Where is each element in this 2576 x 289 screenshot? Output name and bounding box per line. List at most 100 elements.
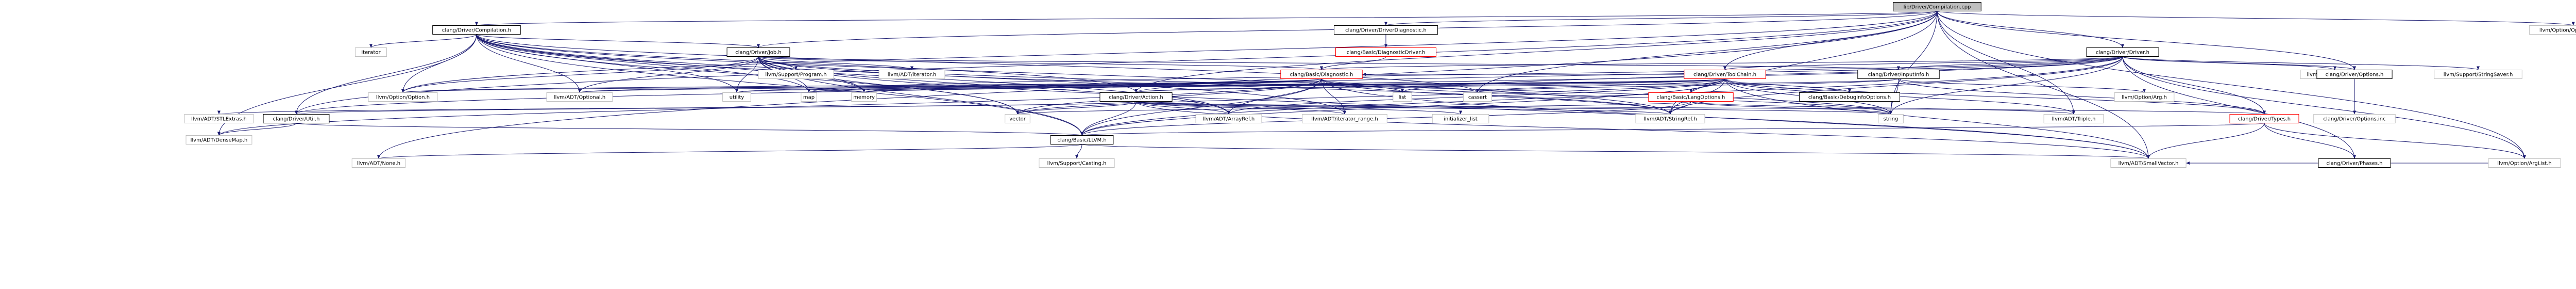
edge-basic_diag-to-smallvec xyxy=(1321,78,2149,159)
edge-root-to-opt_option xyxy=(402,11,1938,93)
node-box-stringref xyxy=(1635,114,1705,123)
arrowhead-comp-to-job xyxy=(757,44,760,48)
arrowhead-toolchain-to-debuginfo xyxy=(1848,89,1851,93)
node-label-job: clang/Driver/Job.h xyxy=(735,50,782,56)
edge-job-to-adt_iterator xyxy=(758,56,912,70)
node-job[interactable]: clang/Driver/Job.h xyxy=(726,47,790,57)
node-label-arrayref: llvm/ADT/ArrayRef.h xyxy=(1203,117,1255,122)
node-phases[interactable]: clang/Driver/Phases.h xyxy=(2318,158,2391,168)
node-stlextras: llvm/ADT/STLExtras.h xyxy=(184,114,254,123)
node-basic_diagdrv[interactable]: clang/Basic/DiagnosticDriver.h xyxy=(1335,47,1436,57)
arrowhead-llvm_h-to-casting xyxy=(1075,155,1078,159)
edge-root-to-driver xyxy=(1937,11,2123,48)
node-box-opt_option xyxy=(368,92,438,102)
node-optional: llvm/ADT/Optional.h xyxy=(546,92,613,102)
edge-driver-to-arglist xyxy=(2122,56,2525,159)
node-label-util: clang/Driver/Util.h xyxy=(273,117,320,122)
node-box-langopts xyxy=(1648,92,1734,102)
arrowhead-inputinfo-to-opt_arg xyxy=(2143,89,2146,93)
edge-toolchain-to-cassert xyxy=(1477,78,1725,93)
node-llvm_h[interactable]: clang/Basic/LLVM.h xyxy=(1050,135,1114,145)
edge-comp-to-optional xyxy=(476,34,580,93)
edge-inputinfo-to-opt_arg xyxy=(1898,78,2145,93)
edge-root-to-arglist xyxy=(1937,11,2525,159)
edge-comp-to-arrayref xyxy=(476,34,1229,115)
arrowhead-drv_options-to-options_inc xyxy=(2353,110,2356,115)
arrowhead-types-to-arglist xyxy=(2523,155,2526,159)
edge-types-to-smallvec xyxy=(2148,123,2265,159)
node-driver[interactable]: clang/Driver/Driver.h xyxy=(2086,47,2159,57)
node-box-arrayref xyxy=(1195,114,1262,123)
node-label-inputinfo: clang/Driver/InputInfo.h xyxy=(1868,72,1929,78)
node-label-list: list xyxy=(1399,95,1406,101)
arrowhead-toolchain-to-langopts xyxy=(1689,89,1692,93)
node-drv_options[interactable]: clang/Driver/Options.h xyxy=(2316,70,2393,79)
edge-action-to-types xyxy=(1136,101,2265,115)
node-diag_drv[interactable]: clang/Driver/DriverDiagnostic.h xyxy=(1333,25,1438,35)
node-label-iter_range: llvm/ADT/iterator_range.h xyxy=(1311,117,1378,122)
node-box-stringsaver xyxy=(2434,70,2522,79)
edge-job-to-sup_program xyxy=(758,56,796,70)
arrowhead-action-to-init_list xyxy=(1459,110,1462,115)
edge-langopts-to-string xyxy=(1690,101,1891,115)
node-arrayref: llvm/ADT/ArrayRef.h xyxy=(1195,114,1262,123)
node-label-stlextras: llvm/ADT/STLExtras.h xyxy=(191,117,247,122)
node-none: llvm/ADT/None.h xyxy=(351,158,406,168)
node-box-cassert xyxy=(1463,92,1492,102)
edge-driver-to-drv_options xyxy=(2122,56,2355,70)
edge-inputinfo-to-types xyxy=(1898,78,2265,115)
node-label-types: clang/Driver/Types.h xyxy=(2238,117,2291,122)
edge-root-to-toolchain xyxy=(1724,11,1938,70)
edge-root-to-action xyxy=(1136,11,1938,93)
node-types[interactable]: clang/Driver/Types.h xyxy=(2229,114,2299,123)
edge-basic_diag-to-llvm_h xyxy=(1081,78,1322,136)
node-label-memory: memory xyxy=(853,95,875,101)
edge-job-to-smallvec xyxy=(758,56,2149,159)
node-box-optional xyxy=(546,92,613,102)
node-string: string xyxy=(1878,114,1904,123)
arrowhead-action-to-stlextras xyxy=(217,110,221,115)
edge-action-to-stlextras xyxy=(218,101,1137,115)
node-toolchain[interactable]: clang/Driver/ToolChain.h xyxy=(1684,70,1766,79)
arrowhead-inputinfo-to-cassert xyxy=(1476,89,1479,93)
node-label-driver: clang/Driver/Driver.h xyxy=(2096,50,2149,56)
arrowhead-llvm_h-to-smallvec xyxy=(2147,155,2150,159)
node-util[interactable]: clang/Driver/Util.h xyxy=(263,114,330,123)
edge-types-to-arglist xyxy=(2264,123,2525,159)
node-label-root: lib/Driver/Compilation.cpp xyxy=(1904,5,1971,10)
edge-job-to-opt_option xyxy=(402,56,759,93)
node-debuginfo[interactable]: clang/Basic/DebugInfoOptions.h xyxy=(1799,92,1900,102)
edge-root-to-optspecifier xyxy=(1937,11,2574,26)
edge-action-to-iter_range xyxy=(1136,101,1345,115)
arrowhead-action-to-string xyxy=(1889,110,1892,115)
edge-toolchain-to-smallvec xyxy=(1724,78,2149,159)
node-label-basic_diagdrv: clang/Basic/DiagnosticDriver.h xyxy=(1347,50,1426,56)
node-basic_diag[interactable]: clang/Basic/Diagnostic.h xyxy=(1280,70,1363,79)
edge-comp-to-iterator xyxy=(370,34,477,48)
node-box-densemap xyxy=(185,135,252,145)
edge-types-to-llvm_h xyxy=(1081,123,2265,136)
edge-basic_diag-to-optional xyxy=(579,78,1322,93)
node-list: list xyxy=(1393,92,1412,102)
arrowhead-diag_drv-to-basic_diagdrv xyxy=(1384,44,1387,48)
node-label-vector: vector xyxy=(1009,117,1026,122)
node-comp[interactable]: clang/Driver/Compilation.h xyxy=(432,25,521,35)
arrowhead-llvm_h-to-none xyxy=(377,155,380,159)
edge-util-to-densemap xyxy=(218,123,297,136)
edge-driver-to-phases xyxy=(2122,56,2355,159)
node-inputinfo[interactable]: clang/Driver/InputInfo.h xyxy=(1857,70,1940,79)
node-label-opt_option: llvm/Option/Option.h xyxy=(376,95,430,101)
arrowhead-toolchain-to-utility xyxy=(735,89,738,93)
node-opt_option: llvm/Option/Option.h xyxy=(368,92,438,102)
edge-action-to-arrayref xyxy=(1136,101,1229,115)
arrowhead-action-to-types xyxy=(2263,110,2266,115)
edge-driver-to-stringsaver xyxy=(2122,56,2479,70)
node-label-adt_iterator: llvm/ADT/iterator.h xyxy=(888,72,936,78)
node-label-stringsaver: llvm/Support/StringSaver.h xyxy=(2444,72,2513,78)
node-label-triple: llvm/ADT/Triple.h xyxy=(2052,117,2096,122)
node-langopts[interactable]: clang/Basic/LangOptions.h xyxy=(1648,92,1734,102)
node-box-inputinfo xyxy=(1857,70,1940,79)
node-box-phases xyxy=(2318,158,2391,168)
node-box-root xyxy=(1893,2,1981,11)
node-action[interactable]: clang/Driver/Action.h xyxy=(1099,92,1173,102)
